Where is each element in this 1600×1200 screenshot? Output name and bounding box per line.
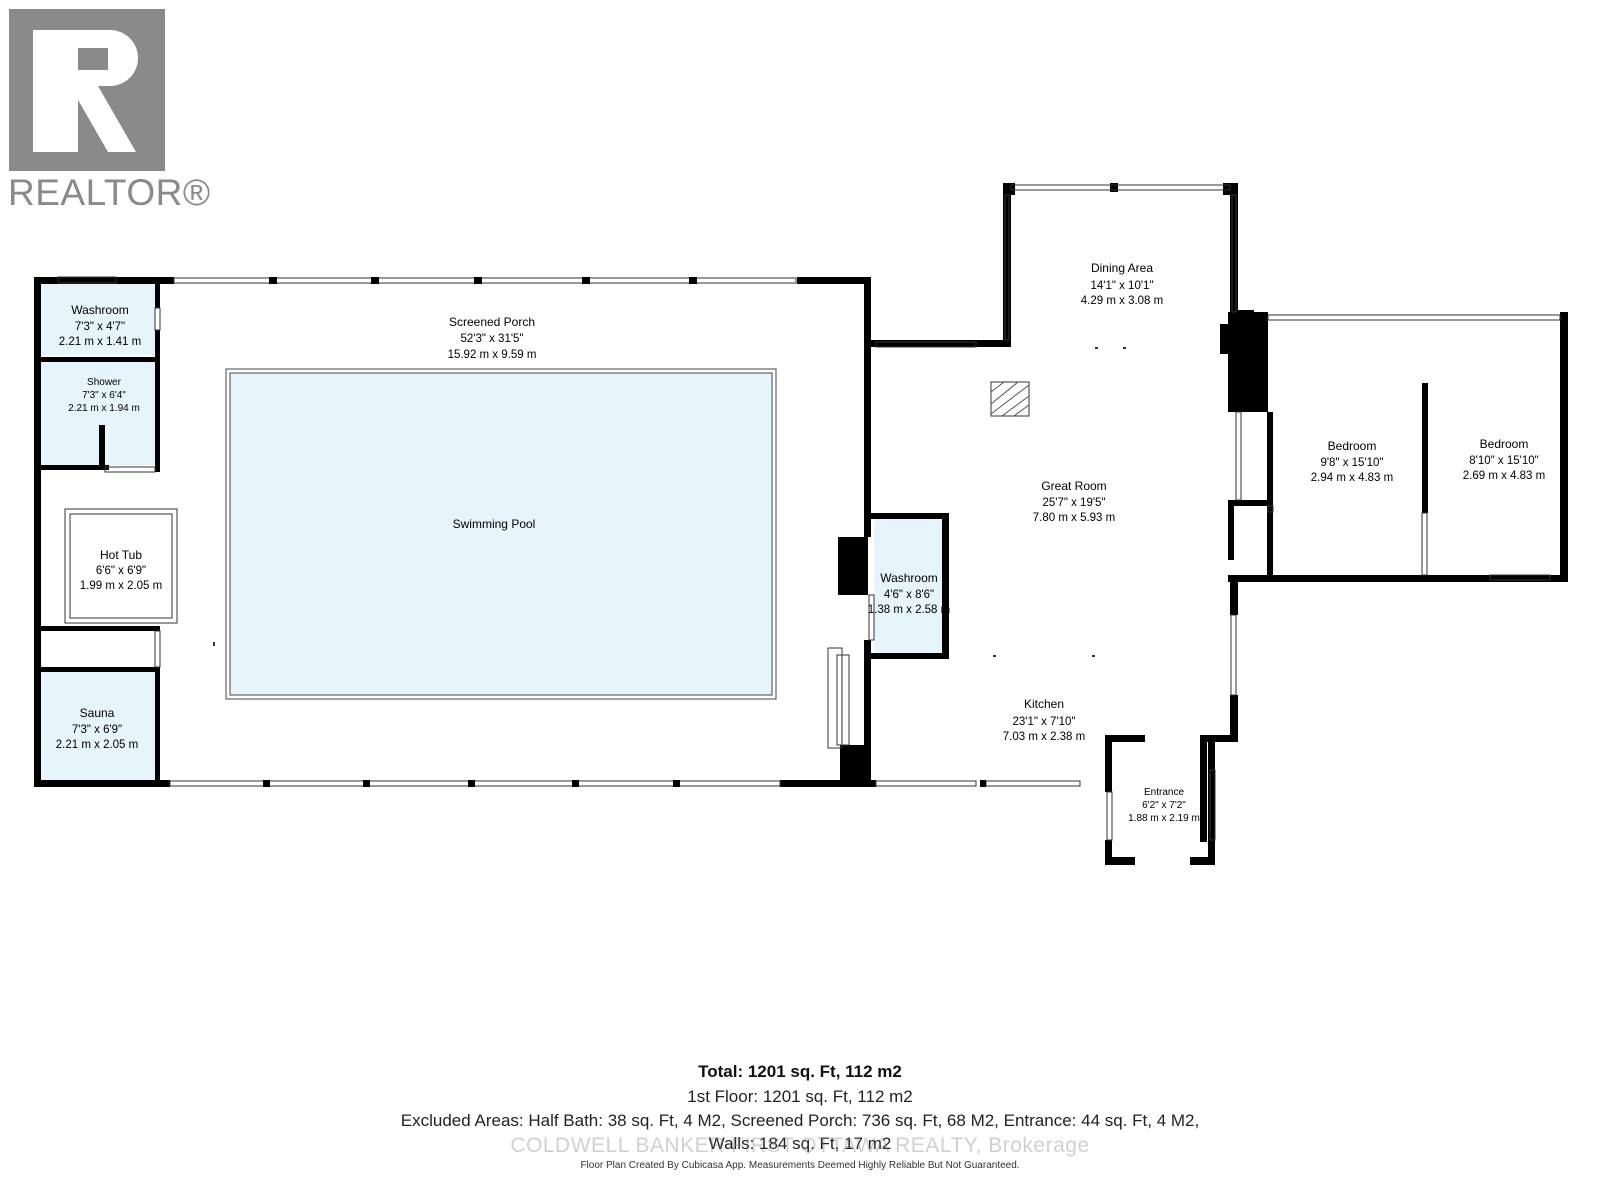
shower-metric: 2.21 m x 1.94 m	[68, 403, 140, 414]
dining-area-imperial: 14'1" x 10'1"	[1090, 280, 1153, 292]
hot-tub-metric: 1.99 m x 2.05 m	[80, 580, 162, 592]
walls-area: Walls: 184 sq. Ft, 17 m2	[708, 1134, 892, 1153]
washroom-mid-name: Washroom	[880, 571, 938, 585]
entrance-name: Entrance	[1144, 787, 1184, 798]
washroom-mid-metric: 1.38 m x 2.58 m	[868, 604, 950, 616]
screened-porch-name: Screened Porch	[449, 315, 535, 329]
bedroom-1-metric: 2.94 m x 4.83 m	[1311, 472, 1393, 484]
total-area: Total: 1201 sq. Ft, 112 m2	[698, 1062, 902, 1081]
screened-porch-imperial: 52'3" x 31'5"	[460, 333, 523, 345]
shower-imperial: 7'3" x 6'4"	[82, 390, 126, 401]
plan-credit: Floor Plan Created By Cubicasa App. Meas…	[580, 1160, 1020, 1171]
kitchen-name: Kitchen	[1024, 697, 1064, 711]
walls	[34, 183, 1568, 865]
washroom-top-metric: 2.21 m x 1.41 m	[59, 336, 141, 348]
bedroom-1-imperial: 9'8" x 15'10"	[1320, 457, 1383, 469]
washroom-mid-room	[874, 519, 944, 653]
hot-tub-imperial: 6'6" x 6'9"	[96, 565, 146, 577]
washroom-top-imperial: 7'3" x 4'7"	[75, 321, 125, 333]
swimming-pool	[229, 372, 773, 696]
great-room-metric: 7.80 m x 5.93 m	[1033, 512, 1115, 524]
kitchen-metric: 7.03 m x 2.38 m	[1003, 731, 1085, 743]
sauna-metric: 2.21 m x 2.05 m	[56, 739, 138, 751]
sauna-room	[39, 672, 155, 782]
fireplace-icon	[990, 381, 1030, 417]
floor-area: 1st Floor: 1201 sq. Ft, 112 m2	[687, 1087, 913, 1106]
bedroom-1-name: Bedroom	[1328, 439, 1377, 453]
washroom-top-name: Washroom	[71, 303, 129, 317]
shower-name: Shower	[87, 377, 122, 388]
great-room-imperial: 25'7" x 19'5"	[1042, 497, 1105, 509]
brokerage-watermark: COLDWELL BANKER FIRST OTTAWA REALTY, Bro…	[510, 1134, 1090, 1157]
screened-porch-metric: 15.92 m x 9.59 m	[448, 349, 537, 361]
washroom-mid-imperial: 4'6" x 8'6"	[884, 589, 934, 601]
sauna-name: Sauna	[80, 706, 115, 720]
entrance-imperial: 6'2" x 7'2"	[1142, 800, 1186, 811]
dining-area-metric: 4.29 m x 3.08 m	[1081, 295, 1163, 307]
excluded-areas: Excluded Areas: Half Bath: 38 sq. Ft, 4 …	[400, 1111, 1200, 1130]
washroom-top-room	[39, 279, 155, 355]
realtor-logo	[9, 9, 165, 171]
bedroom-2-name: Bedroom	[1480, 437, 1529, 451]
sauna-imperial: 7'3" x 6'9"	[72, 724, 122, 736]
bedroom-2-metric: 2.69 m x 4.83 m	[1463, 470, 1545, 482]
shower-room	[39, 361, 155, 465]
swimming-pool-name: Swimming Pool	[453, 517, 536, 531]
dining-area-name: Dining Area	[1091, 261, 1153, 275]
bedroom-2-imperial: 8'10" x 15'10"	[1469, 455, 1538, 467]
kitchen-imperial: 23'1" x 7'10"	[1012, 716, 1075, 728]
entrance-metric: 1.88 m x 2.19 m	[1128, 813, 1200, 824]
great-room-name: Great Room	[1041, 479, 1106, 493]
realtor-logo-text: REALTOR®	[8, 172, 211, 213]
hot-tub-name: Hot Tub	[100, 548, 142, 562]
